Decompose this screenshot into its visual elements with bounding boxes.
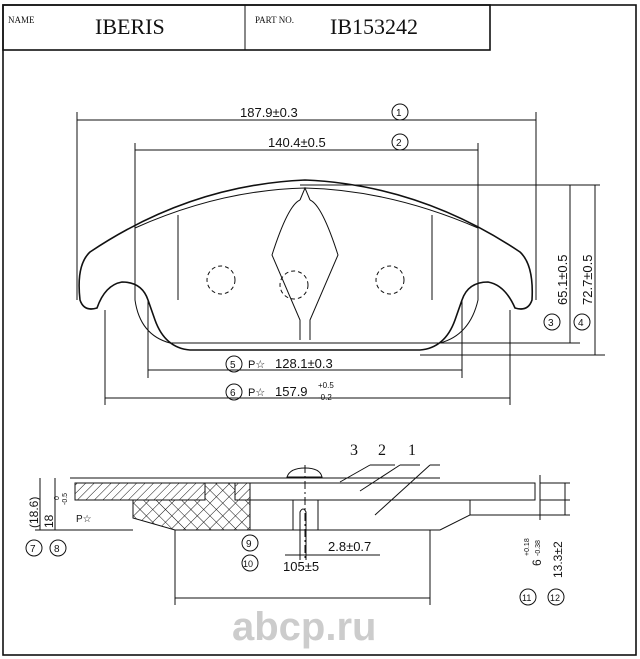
title-block: [2, 4, 491, 51]
dim-4-value: 72.7±0.5: [580, 254, 595, 305]
dim-7-value: (18.6): [27, 497, 41, 528]
name-label: NAME: [8, 15, 35, 25]
dim-6-tol-upper: +0.5: [318, 381, 334, 390]
dim-10-ref: 10: [243, 559, 253, 569]
drawing-frame: [2, 4, 637, 656]
dim-8-tol-upper: 0: [54, 496, 61, 500]
dim-6-tol-lower: -0.2: [318, 393, 332, 402]
dim-6-prefix: P☆: [248, 387, 265, 399]
dim-11-value: 6: [530, 559, 544, 566]
dim-8-ref: 8: [54, 544, 60, 555]
dim-11-tol-upper: +0.18: [524, 538, 531, 556]
dim-5-prefix: P☆: [248, 359, 265, 371]
dim-4-ref: 4: [578, 318, 584, 329]
dim-8-prefix: P☆: [76, 514, 92, 525]
dim-9-value: 2.8±0.7: [328, 539, 371, 554]
dim-5-value: 128.1±0.3: [275, 356, 333, 371]
dim-9-ref: 9: [246, 539, 252, 550]
part-1-label: 1: [408, 442, 416, 459]
dim-2-value: 140.4±0.5: [268, 135, 326, 150]
dim-11-ref: 11: [522, 593, 531, 603]
dim-8-value: 18: [42, 514, 56, 528]
dim-12-ref: 12: [550, 593, 560, 603]
part-value: IB153242: [330, 14, 418, 39]
dim-8-tol-lower: -0.5: [62, 493, 69, 505]
dim-12-value: 13.3±2: [551, 541, 565, 578]
pad-side-view: [70, 465, 536, 560]
pad-top-view: [78, 179, 534, 351]
dim-10-value: 105±5: [283, 559, 319, 574]
name-value: IBERIS: [95, 14, 165, 39]
dim-2-ref: 2: [396, 138, 402, 149]
dim-7-ref: 7: [30, 544, 36, 555]
dim-11-tol-lower: -0.38: [535, 540, 542, 556]
dim-6-ref: 6: [230, 388, 236, 399]
part-label: PART NO.: [255, 15, 294, 25]
dim-3-value: 65.1±0.5: [555, 254, 570, 305]
dim-3-ref: 3: [548, 318, 554, 329]
dim-5-ref: 5: [230, 360, 236, 371]
dim-1-ref: 1: [396, 108, 402, 119]
part-3-label: 3: [350, 442, 358, 459]
watermark: abcp.ru: [232, 605, 376, 649]
dim-6-value: 157.9: [275, 384, 308, 399]
dim-1-value: 187.9±0.3: [240, 105, 298, 120]
part-2-label: 2: [378, 442, 386, 459]
